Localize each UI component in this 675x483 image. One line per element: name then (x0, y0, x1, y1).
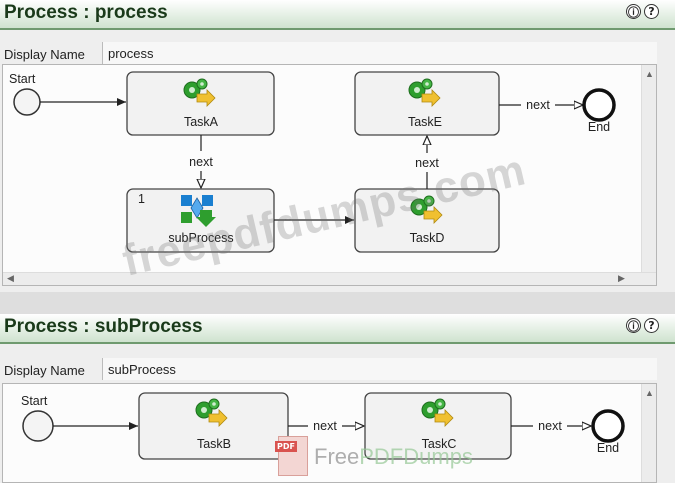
subprocess-panel: Process : subProcess ⓘ ? Display Name su… (0, 314, 675, 483)
watermark-logo-text: FreePDFDumps (314, 444, 473, 469)
display-name-field[interactable]: subProcess (102, 358, 657, 380)
subprocess-badge: 1 (138, 192, 145, 206)
start-event[interactable] (13, 88, 41, 116)
info-icon[interactable]: ⓘ (626, 4, 641, 19)
task-e-node[interactable]: TaskE (354, 71, 500, 136)
end-event[interactable] (591, 409, 625, 443)
display-name-label: Display Name (4, 47, 85, 62)
pdf-tag: PDF (275, 441, 297, 452)
start-event[interactable] (22, 410, 54, 442)
process-panel: Process : process ⓘ ? Display Name proce… (0, 0, 675, 292)
start-label: Start (21, 394, 48, 408)
process-canvas[interactable]: Start TaskA next 1 subProcess (2, 64, 657, 286)
panel-title: Process : process (4, 2, 168, 23)
task-e-label: TaskE (408, 115, 442, 129)
panel-title: Process : subProcess (4, 316, 203, 337)
connector-label: next (526, 98, 550, 112)
task-d-label: TaskD (410, 231, 445, 245)
start-label: Start (9, 72, 36, 86)
process-diagram: Start TaskA next 1 subProcess (9, 71, 616, 253)
connector-label: next (313, 419, 337, 433)
vertical-scrollbar[interactable]: ▲ (641, 384, 656, 482)
help-icon[interactable]: ? (644, 4, 659, 19)
info-icon[interactable]: ⓘ (626, 318, 641, 333)
task-d-node[interactable]: TaskD (354, 188, 500, 253)
end-label: End (597, 441, 619, 455)
help-icon[interactable]: ? (644, 318, 659, 333)
display-name-label: Display Name (4, 363, 85, 378)
process-title-bar: Process : process ⓘ ? (0, 0, 675, 30)
display-name-field[interactable]: process (102, 42, 657, 64)
task-c-label: TaskC (422, 437, 457, 451)
horizontal-scrollbar[interactable]: ◀ ▶ (3, 272, 656, 285)
subprocess-diagram: Start TaskB next TaskC next End (21, 392, 625, 460)
task-a-label: TaskA (184, 115, 219, 129)
end-event[interactable] (582, 88, 616, 122)
task-b-label: TaskB (197, 437, 231, 451)
end-label: End (588, 120, 610, 134)
vertical-scrollbar[interactable]: ▲ (641, 65, 656, 285)
display-name-row: Display Name subProcess (0, 358, 675, 382)
subprocess-title-bar: Process : subProcess ⓘ ? (0, 314, 675, 344)
connector-label: next (189, 155, 213, 169)
subprocess-canvas[interactable]: Start TaskB next TaskC next End (2, 383, 657, 483)
display-name-row: Display Name process (0, 42, 675, 66)
subprocess-node[interactable]: 1 subProcess (126, 188, 275, 253)
connector-label: next (538, 419, 562, 433)
connector-label: next (415, 156, 439, 170)
watermark-logo: PDF FreePDFDumps (275, 436, 493, 478)
pdf-file-icon: PDF (275, 436, 308, 476)
task-c-node[interactable]: TaskC (364, 392, 512, 460)
task-b-node[interactable]: TaskB (138, 392, 289, 460)
subprocess-label: subProcess (168, 231, 233, 245)
task-a-node[interactable]: TaskA (126, 71, 275, 136)
